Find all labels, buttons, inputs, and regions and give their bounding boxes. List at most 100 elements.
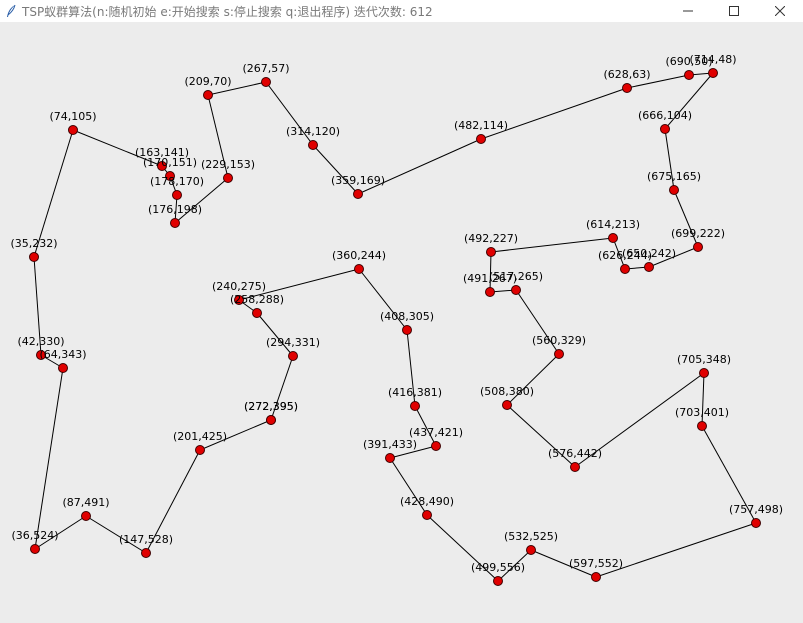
city-node	[422, 510, 432, 520]
city-node	[36, 350, 46, 360]
tour-edge	[358, 268, 408, 331]
city-label: (650,242)	[622, 247, 676, 260]
tour-edge	[648, 246, 699, 268]
window-controls	[665, 0, 803, 22]
city-node	[511, 285, 521, 295]
city-node	[170, 218, 180, 228]
tour-edge	[490, 237, 614, 253]
city-node	[58, 363, 68, 373]
city-label: (391,433)	[363, 438, 417, 451]
city-node	[308, 140, 318, 150]
city-label: (178,170)	[150, 175, 204, 188]
city-node	[29, 252, 39, 262]
minimize-button[interactable]	[665, 0, 711, 22]
tour-edge	[389, 457, 428, 516]
close-button[interactable]	[757, 0, 803, 22]
city-node	[608, 233, 618, 243]
city-label: (517,265)	[489, 270, 543, 283]
tour-edge	[199, 419, 272, 451]
city-label: (499,556)	[471, 561, 525, 574]
city-label: (714,48)	[689, 53, 736, 66]
tour-edge	[85, 515, 147, 554]
tour-edge	[34, 515, 87, 550]
tour-edge	[530, 549, 597, 578]
city-node	[751, 518, 761, 528]
city-label: (428,490)	[400, 495, 454, 508]
tour-edge	[357, 138, 482, 195]
tour-edge	[72, 129, 163, 167]
city-node	[354, 264, 364, 274]
tour-edges	[33, 72, 757, 582]
tour-edge	[312, 144, 359, 195]
city-node	[30, 544, 40, 554]
tour-edge	[406, 329, 416, 407]
city-node	[252, 308, 262, 318]
city-label: (36,524)	[11, 529, 58, 542]
city-label: (705,348)	[677, 353, 731, 366]
city-node	[81, 511, 91, 521]
city-label: (416,381)	[388, 386, 442, 399]
city-label: (492,227)	[464, 232, 518, 245]
tsp-canvas[interactable]: (74,105)(163,141)(170,151)(178,170)(176,…	[0, 22, 803, 623]
tour-edge	[207, 81, 267, 96]
tour-edge	[414, 405, 437, 447]
tour-edge	[256, 312, 294, 357]
city-node	[699, 368, 709, 378]
city-node	[554, 349, 564, 359]
city-label: (628,63)	[603, 68, 650, 81]
tour-edge	[506, 404, 576, 468]
tour-edge	[389, 445, 437, 459]
city-label: (408,305)	[380, 310, 434, 323]
city-label: (42,330)	[17, 335, 64, 348]
city-node	[165, 171, 175, 181]
tour-edge	[489, 251, 492, 293]
tour-edge	[34, 367, 64, 550]
tour-edge	[426, 514, 499, 582]
city-node	[570, 462, 580, 472]
city-node	[644, 262, 654, 272]
city-label: (614,213)	[586, 218, 640, 231]
tour-edge	[574, 372, 705, 468]
city-node	[410, 401, 420, 411]
city-node	[476, 134, 486, 144]
city-node	[708, 68, 718, 78]
title-bar[interactable]: TSP蚁群算法(n:随机初始 e:开始搜索 s:停止搜索 q:退出程序) 迭代次…	[0, 0, 803, 22]
tour-edge	[515, 289, 560, 355]
city-node	[693, 242, 703, 252]
window-title: TSP蚁群算法(n:随机初始 e:开始搜索 s:停止搜索 q:退出程序) 迭代次…	[22, 4, 433, 19]
tsp-canvas-area[interactable]: (74,105)(163,141)(170,151)(178,170)(176,…	[0, 22, 803, 623]
tour-edge	[506, 353, 560, 406]
city-node	[622, 83, 632, 93]
feather-icon	[0, 0, 22, 22]
minimize-icon	[683, 10, 693, 12]
city-label: (163,141)	[135, 146, 189, 159]
city-node	[385, 453, 395, 463]
city-node	[266, 415, 276, 425]
tour-edge	[33, 256, 42, 356]
city-label: (626,244)	[598, 249, 652, 262]
city-node	[234, 295, 244, 305]
city-label: (267,57)	[242, 62, 289, 75]
city-label: (359,169)	[331, 174, 385, 187]
city-label: (201,425)	[173, 430, 227, 443]
maximize-icon	[729, 6, 739, 16]
city-label: (360,244)	[332, 249, 386, 262]
city-node	[591, 572, 601, 582]
city-node	[669, 185, 679, 195]
city-node	[195, 445, 205, 455]
city-label: (675,165)	[647, 170, 701, 183]
city-label: (532,525)	[504, 530, 558, 543]
city-label: (757,498)	[729, 503, 783, 516]
tour-edge	[497, 549, 532, 582]
tour-edge	[174, 177, 229, 224]
city-label: (35,232)	[10, 237, 57, 250]
tour-edge	[664, 72, 714, 130]
city-label: (508,380)	[480, 385, 534, 398]
city-node	[620, 264, 630, 274]
city-label: (272,395)	[244, 400, 298, 413]
tour-edge	[145, 449, 201, 554]
maximize-button[interactable]	[711, 0, 757, 22]
city-label: (703,401)	[675, 406, 729, 419]
tour-edge	[33, 129, 74, 258]
city-label: (597,552)	[569, 557, 623, 570]
